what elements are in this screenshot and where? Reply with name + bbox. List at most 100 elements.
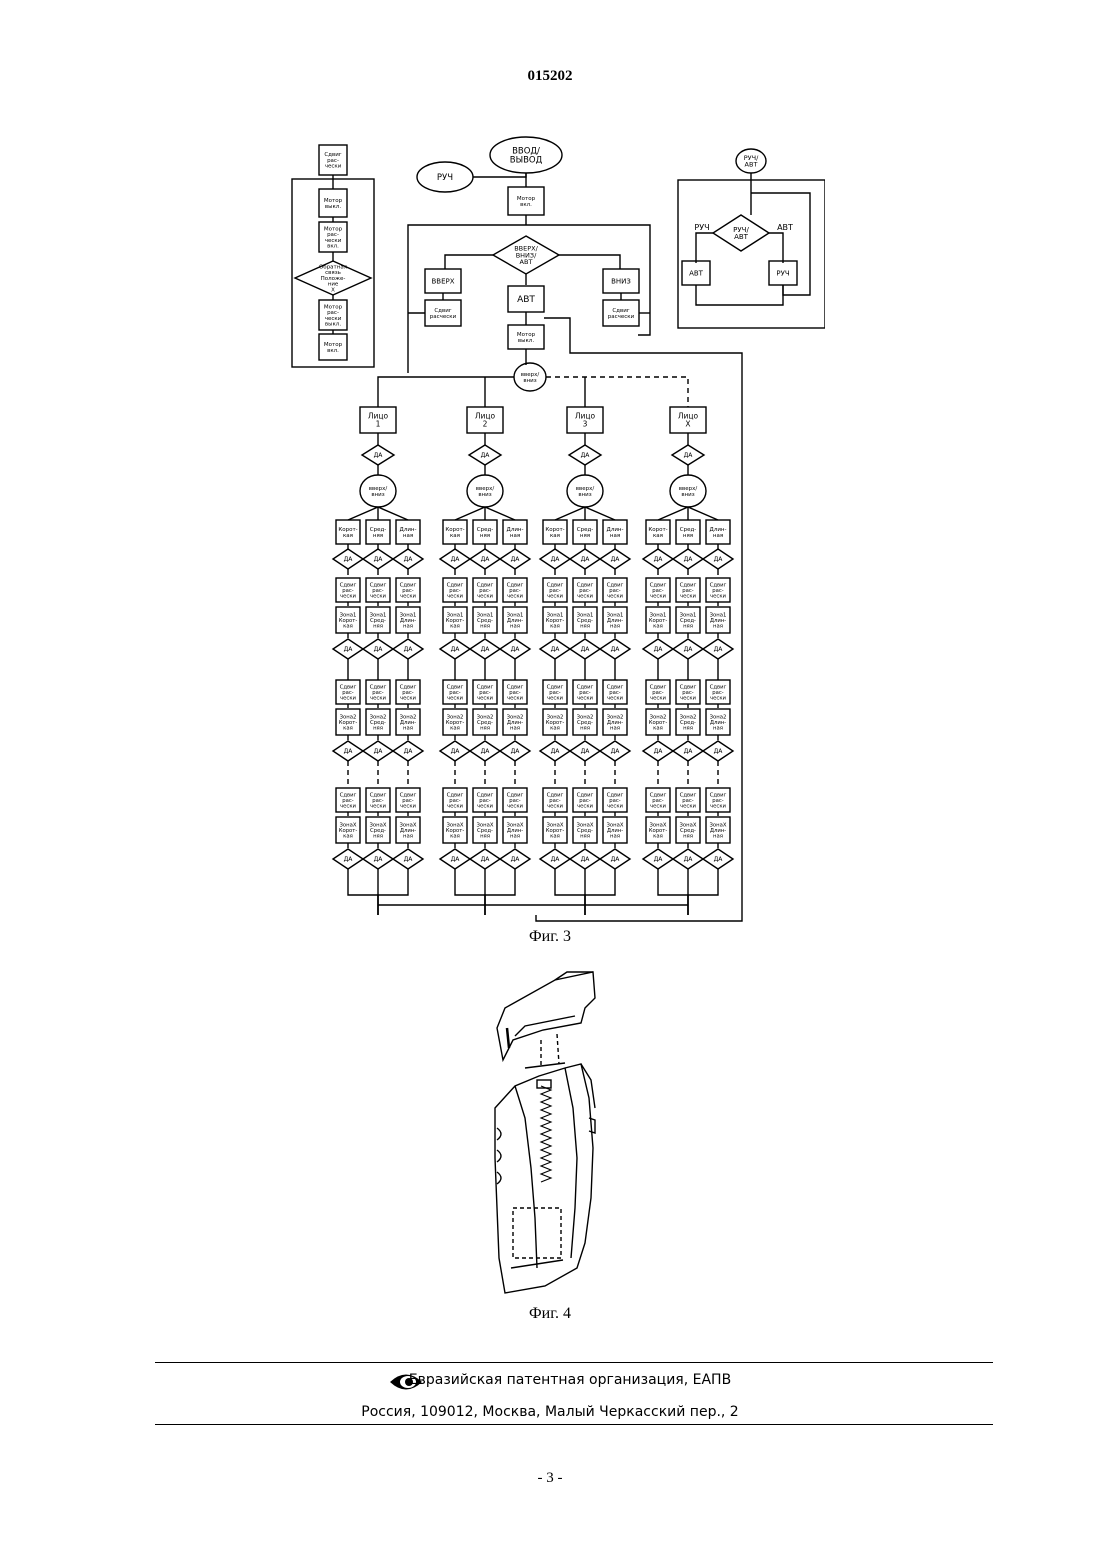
face-2-col-2-shift-1-label: Сдвиграс-чески [477,582,494,599]
face-3-col-1-zone-2: Зона2Корот-кая [543,709,567,735]
connector-line [555,507,585,520]
face-1-col-2-yes-zone-3-label: ДА [374,856,384,863]
face-3-col-2-shift-1: Сдвиграс-чески [573,578,597,602]
face-4-col-2-zone-3-label: ЗонаXСред-няя [680,822,697,839]
face-4-col-3-zone-1: Зона1Длин-ная [706,607,730,633]
connector-line [455,507,485,520]
face-2-col-2-shift-2-label: Сдвиграс-чески [477,684,494,701]
left-shift-comb-box-label: Сдвиграс-чески [324,152,341,170]
face-1-col-1-shift-2: Сдвиграс-чески [336,680,360,704]
face-4-col-1-yes-zone-3-label: ДА [654,856,664,863]
face-3-col-2-shift-3: Сдвиграс-чески [573,788,597,812]
face-1-yes-decision: ДА [362,445,394,465]
face-1-col-2-zone-2-label: Зона2Сред-няя [370,714,387,731]
face-2-col-1-yes-zone-2-label: ДА [451,748,461,755]
face-1-col-2-yes-zone-1-label: ДА [374,646,384,653]
face-4-col-2-yes-zone-2-label: ДА [684,748,694,755]
left-comb-motor-on-box-label: Моторрас-ческивкл. [324,226,343,249]
face-2-col-3-length-box-label: Длин-ная [507,527,524,539]
face-2-col-3-length-box: Длин-ная [503,520,527,544]
faces-flow: Лицо1ДАвверх/внизКорот-каяДАСдвиграс-чес… [333,377,733,915]
face-2-col-2-shift-1: Сдвиграс-чески [473,578,497,602]
face-1-col-3-zone-2: Зона2Длин-ная [396,709,420,735]
updown-selector: вверх/вниз [514,363,546,391]
face-1-col-1-zone-3-label: ЗонаXКорот-кая [339,822,358,839]
face-2-col-2-length-box-label: Сред-няя [477,527,494,539]
figure-4-caption: Фиг. 4 [0,1305,1100,1323]
face-1-col-1-shift-3-label: Сдвиграс-чески [340,792,357,809]
face-4-col-3-yes-zone-1: ДА [703,639,733,659]
footer-rule-bottom [155,1424,993,1425]
face-3-col-3-yes-zone-3-label: ДА [611,856,621,863]
face-4-col-2-zone-2-label: Зона2Сред-няя [680,714,697,731]
face-3-col-3-shift-3: Сдвиграс-чески [603,788,627,812]
face-1-col-2-shift-1-label: Сдвиграс-чески [370,582,387,599]
face-4-col-2-length-box: Сред-няя [676,520,700,544]
face-4-col-1-shift-2: Сдвиграс-чески [646,680,670,704]
face-1-col-1-length-box-label: Корот-кая [338,527,357,539]
manual-branch-label: РУЧ [694,223,709,232]
face-1-col-2-yes-1: ДА [363,549,393,569]
face-4-col-3-zone-2: Зона2Длин-ная [706,709,730,735]
face-3-col-2-shift-2-label: Сдвиграс-чески [577,684,594,701]
face-2-col-2-zone-1-label: Зона1Сред-няя [477,612,494,629]
face-3-col-2-shift-3-label: Сдвиграс-чески [577,792,594,809]
face-2-col-2-yes-1-label: ДА [481,556,491,563]
face-4-col-1-length-box-label: Корот-кая [648,527,667,539]
face-4-col-3-zone-2-label: Зона2Длин-ная [710,714,727,731]
connector-line [378,507,408,520]
face-4-col-1-zone-1-label: Зона1Корот-кая [649,612,668,629]
left-motor-on-box: Моторвкл. [319,334,347,360]
face-4-col-1-zone-1: Зона1Корот-кая [646,607,670,633]
face-4-updown-selector-label: вверх/вниз [679,486,698,498]
face-3-col-1-yes-zone-2: ДА [540,741,570,761]
auto-box: АВТ [508,286,544,312]
face-4-col-2-shift-2: Сдвиграс-чески [676,680,700,704]
face-4-yes-decision-label: ДА [684,452,694,459]
face-2-col-2-zone-2: Зона2Сред-няя [473,709,497,735]
mode-decision: ВВЕРХ/ВНИЗ/АВТ [493,236,559,274]
face-4-col-2-zone-1-label: Зона1Сред-няя [680,612,697,629]
face-2-col-1-shift-2-label: Сдвиграс-чески [447,684,464,701]
manual-auto-decision-label: РУЧ/АВТ [733,226,749,241]
face-4-col-2-zone-3: ЗонаXСред-няя [676,817,700,843]
face-3-col-1-yes-zone-1: ДА [540,639,570,659]
face-3-col-2-yes-zone-3: ДА [570,849,600,869]
connector-line [348,507,378,520]
connector-line [688,507,718,520]
down-box: ВНИЗ [603,269,639,293]
face-2-col-3-shift-2-label: Сдвиграс-чески [507,684,524,701]
connector-line [658,869,688,915]
face-3-col-3-yes-zone-3: ДА [600,849,630,869]
face-3-col-1-zone-3-label: ЗонаXКорот-кая [546,822,565,839]
face-2-col-1-yes-1: ДА [440,549,470,569]
left-comb-motor-off-box-label: Моторрас-ческивыкл. [324,304,343,327]
face-3-col-3-shift-1-label: Сдвиграс-чески [607,582,624,599]
face-2-col-2-shift-3-label: Сдвиграс-чески [477,792,494,809]
face-3-col-2-length-box: Сред-няя [573,520,597,544]
input-output-terminal: ВВОД/ВЫВОД [490,137,562,173]
face-4-col-3-shift-3: Сдвиграс-чески [706,788,730,812]
face-4-col-1-zone-3: ЗонаXКорот-кая [646,817,670,843]
manual-auto-terminal: РУЧ/АВТ [736,149,766,173]
face-4-col-2-shift-1-label: Сдвиграс-чески [680,582,697,599]
face-2-col-1-shift-1: Сдвиграс-чески [443,578,467,602]
face-3-col-1-shift-2: Сдвиграс-чески [543,680,567,704]
face-4-col-3-yes-zone-2: ДА [703,741,733,761]
face-1-col-2-length-box-label: Сред-няя [370,527,387,539]
face-1-col-3-zone-3-label: ЗонаXДлин-ная [400,822,417,839]
face-3-col-3-shift-1: Сдвиграс-чески [603,578,627,602]
face-2-col-3-shift-1-label: Сдвиграс-чески [507,582,524,599]
manual-result-box: РУЧ [769,261,797,285]
face-3-col-1-yes-zone-3-label: ДА [551,856,561,863]
face-1-col-3-zone-1-label: Зона1Длин-ная [400,612,417,629]
auto-box-label: АВТ [517,295,535,305]
face-1-col-2-yes-zone-1: ДА [363,639,393,659]
face-4-col-1-zone-2: Зона2Корот-кая [646,709,670,735]
face-1-col-2-zone-3-label: ЗонаXСред-няя [370,822,387,839]
face-1-col-1-yes-zone-2: ДА [333,741,363,761]
face-2-col-3-yes-zone-3: ДА [500,849,530,869]
face-2-col-3-shift-2: Сдвиграс-чески [503,680,527,704]
left-motor-off-box-label: Моторвыкл. [324,198,343,210]
face-2-col-1-zone-1: Зона1Корот-кая [443,607,467,633]
